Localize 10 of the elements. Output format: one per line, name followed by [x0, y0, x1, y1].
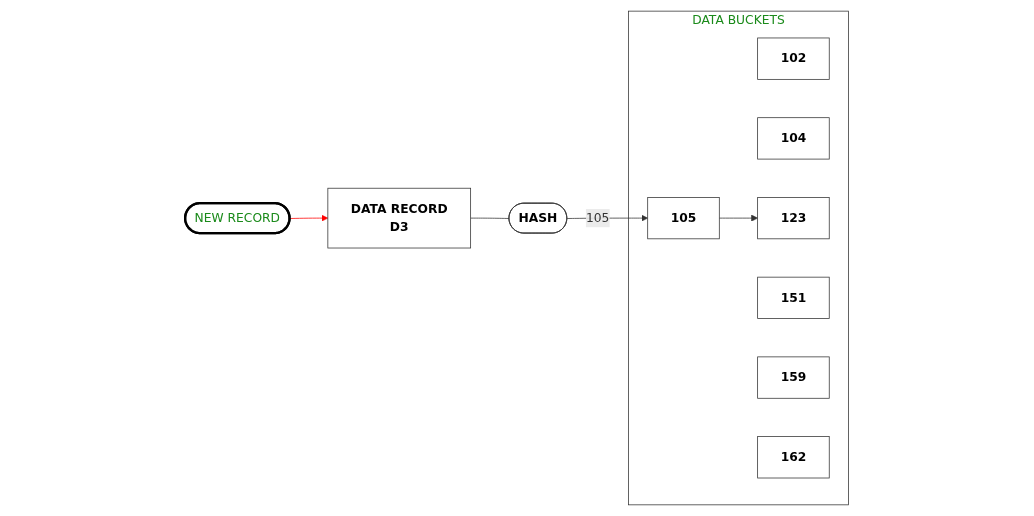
node-box: 102: [757, 37, 830, 80]
connector: [470, 217, 510, 219]
node-box: DATA RECORD D3: [327, 187, 472, 249]
edge-label: 105: [586, 210, 610, 226]
node-box: 123: [757, 197, 830, 240]
node-box: 159: [757, 356, 830, 399]
node-box: 162: [757, 436, 830, 479]
node-box: 151: [757, 276, 830, 319]
node-box: 105: [647, 197, 720, 240]
node-box: 104: [757, 117, 830, 160]
